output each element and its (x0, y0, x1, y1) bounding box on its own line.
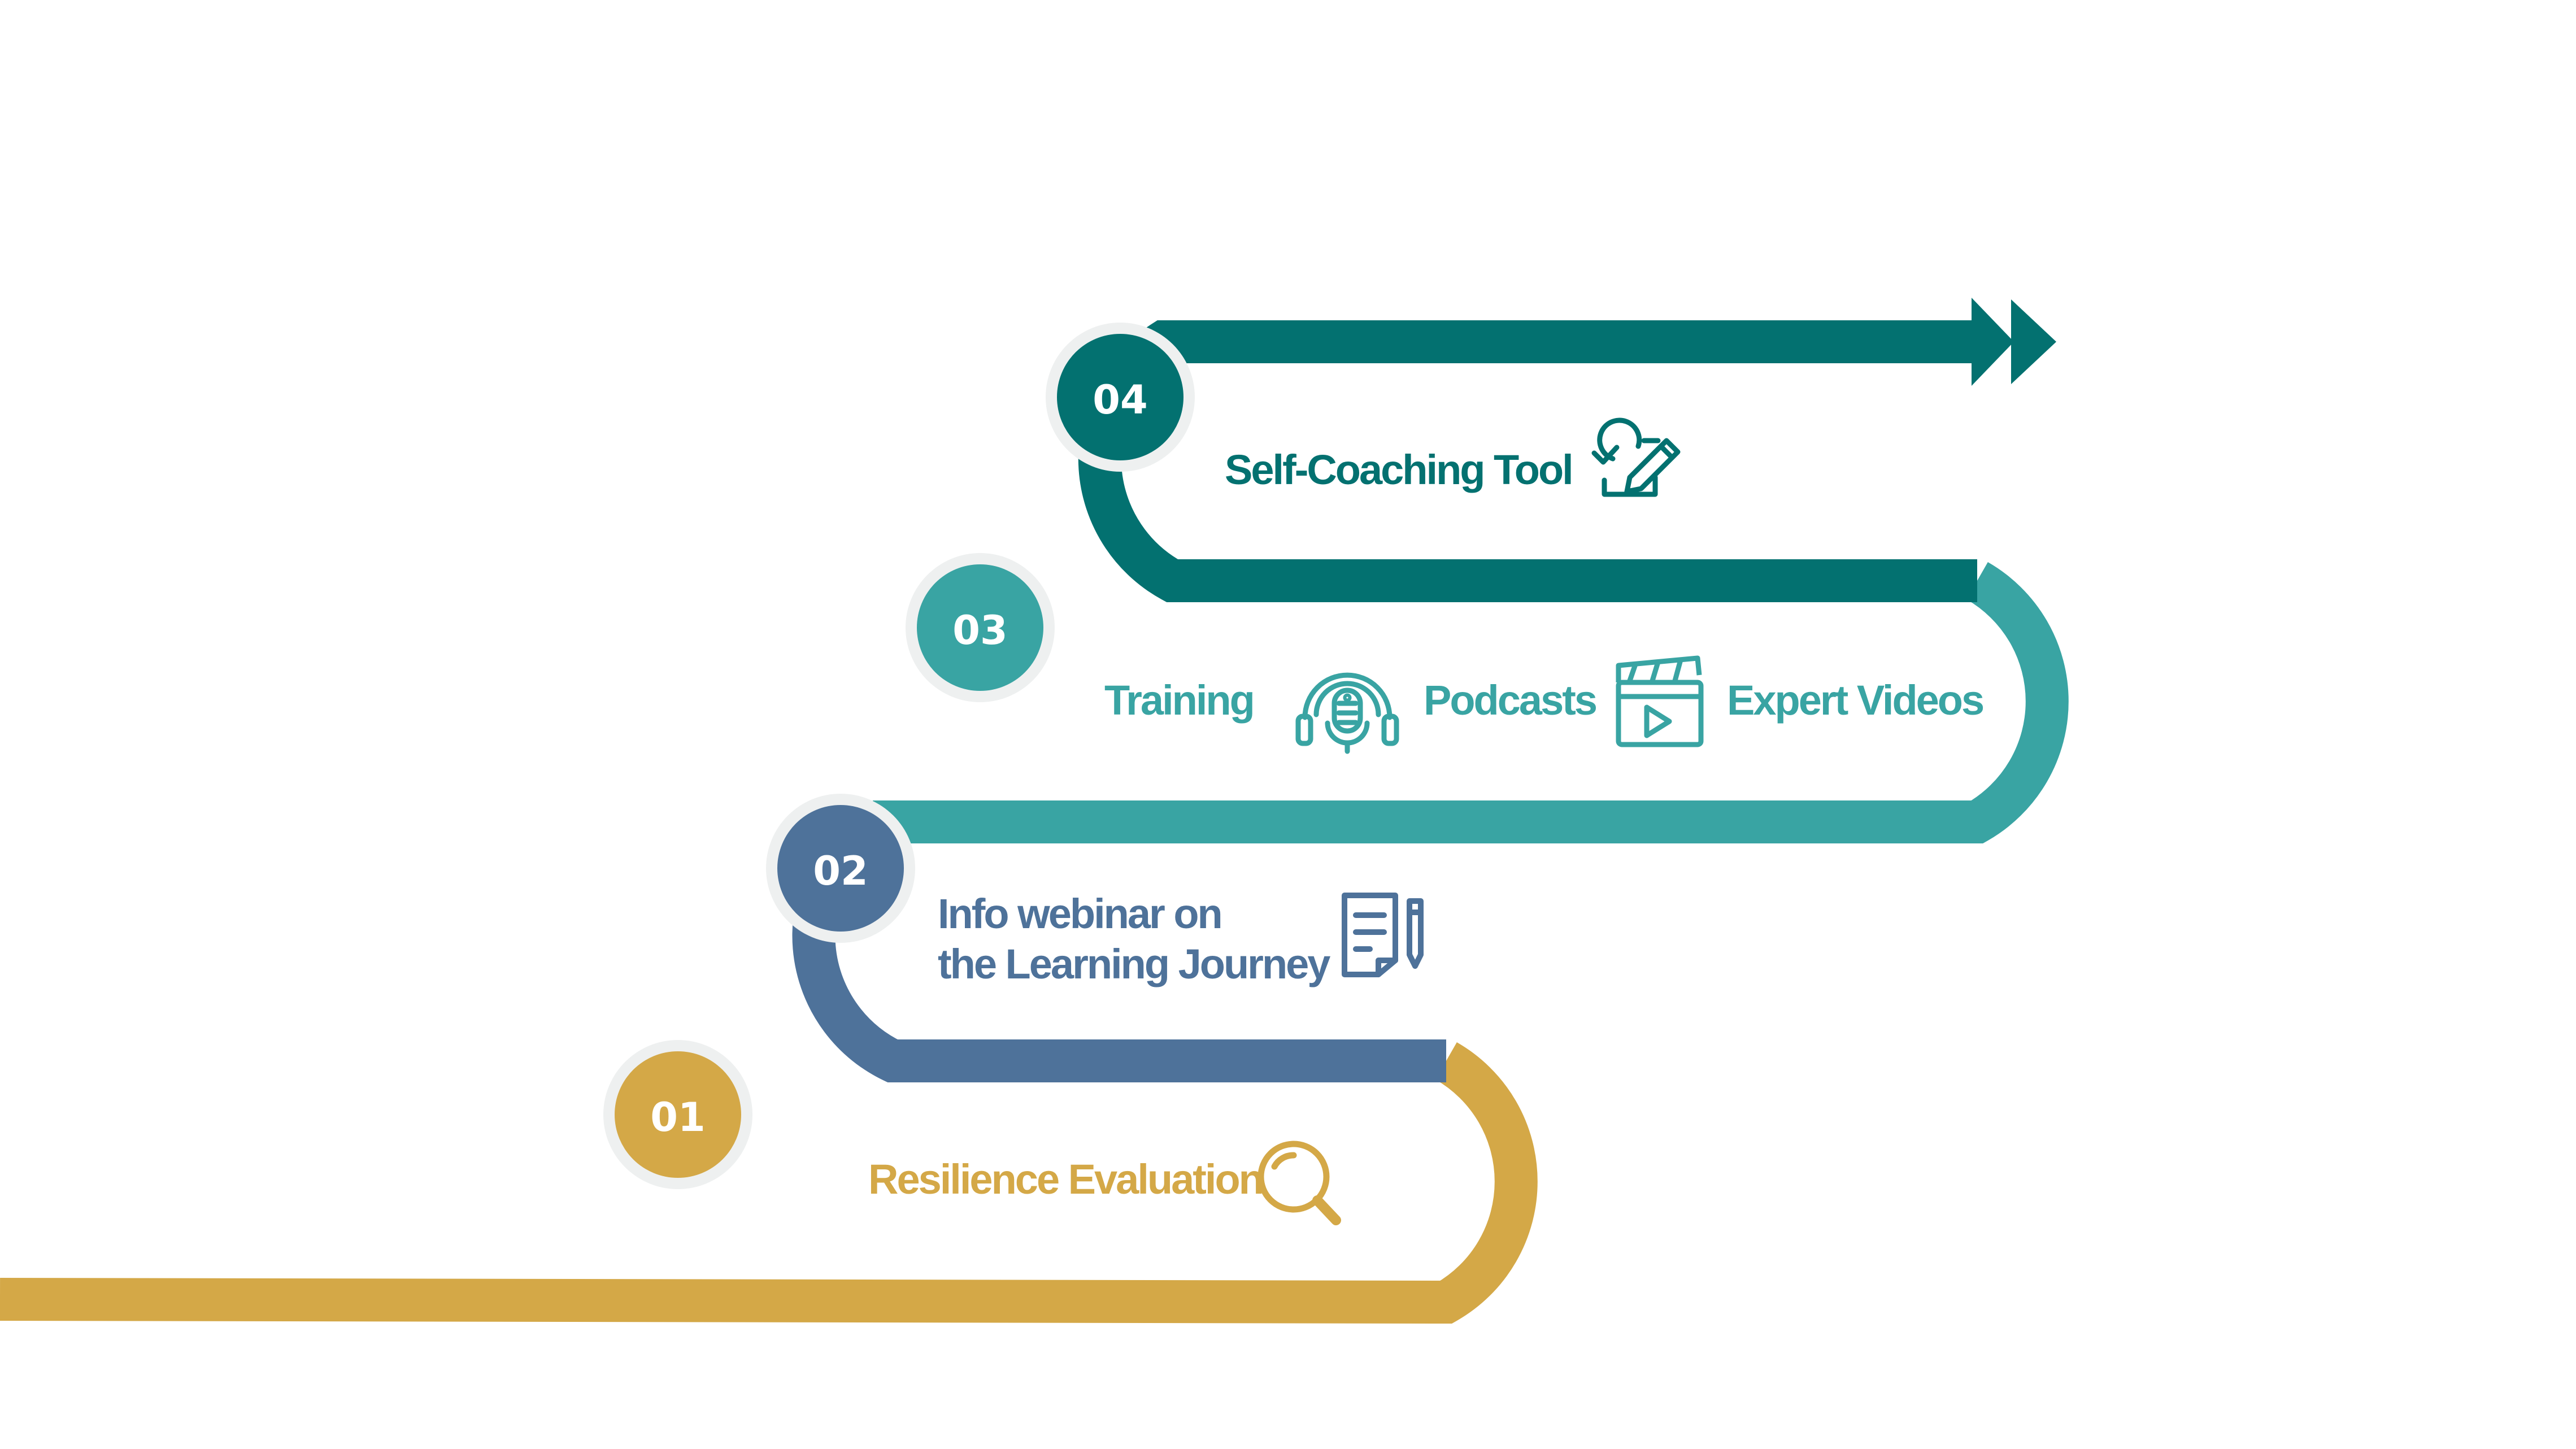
arrow-head (1969, 298, 2014, 386)
arrow-head-tip (2011, 299, 2056, 384)
step-number-03: 03 (952, 607, 1007, 654)
road-segment-03 (873, 562, 2069, 843)
step-number-04: 04 (1093, 377, 1147, 423)
step-label-info-webinar-line2: the Learning Journey (938, 941, 1330, 987)
step-label-resilience-evaluation: Resilience Evaluation (868, 1156, 1263, 1203)
step-badge-04: 04 (1046, 323, 1195, 472)
step-label-expert-videos: Expert Videos (1727, 677, 1983, 724)
step-label-podcasts: Podcasts (1424, 677, 1596, 724)
clapperboard-video-icon (1616, 655, 1704, 747)
road-segment-01 (0, 1042, 1538, 1324)
step-number-02: 02 (813, 848, 868, 894)
step-label-info-webinar-line1: Info webinar on (938, 890, 1221, 937)
step-label-training: Training (1104, 677, 1254, 724)
podcast-microphone-icon (1295, 672, 1399, 754)
step-label-self-coaching-tool: Self-Coaching Tool (1225, 446, 1572, 493)
step-badge-03: 03 (906, 553, 1055, 702)
checklist-pencil-icon (1591, 417, 1681, 497)
step-badge-02: 02 (766, 794, 915, 943)
notepad-pencil-icon (1342, 893, 1424, 977)
step-number-01: 01 (650, 1094, 705, 1141)
magnifier-icon (1257, 1141, 1341, 1225)
step-badge-01: 01 (603, 1040, 752, 1189)
